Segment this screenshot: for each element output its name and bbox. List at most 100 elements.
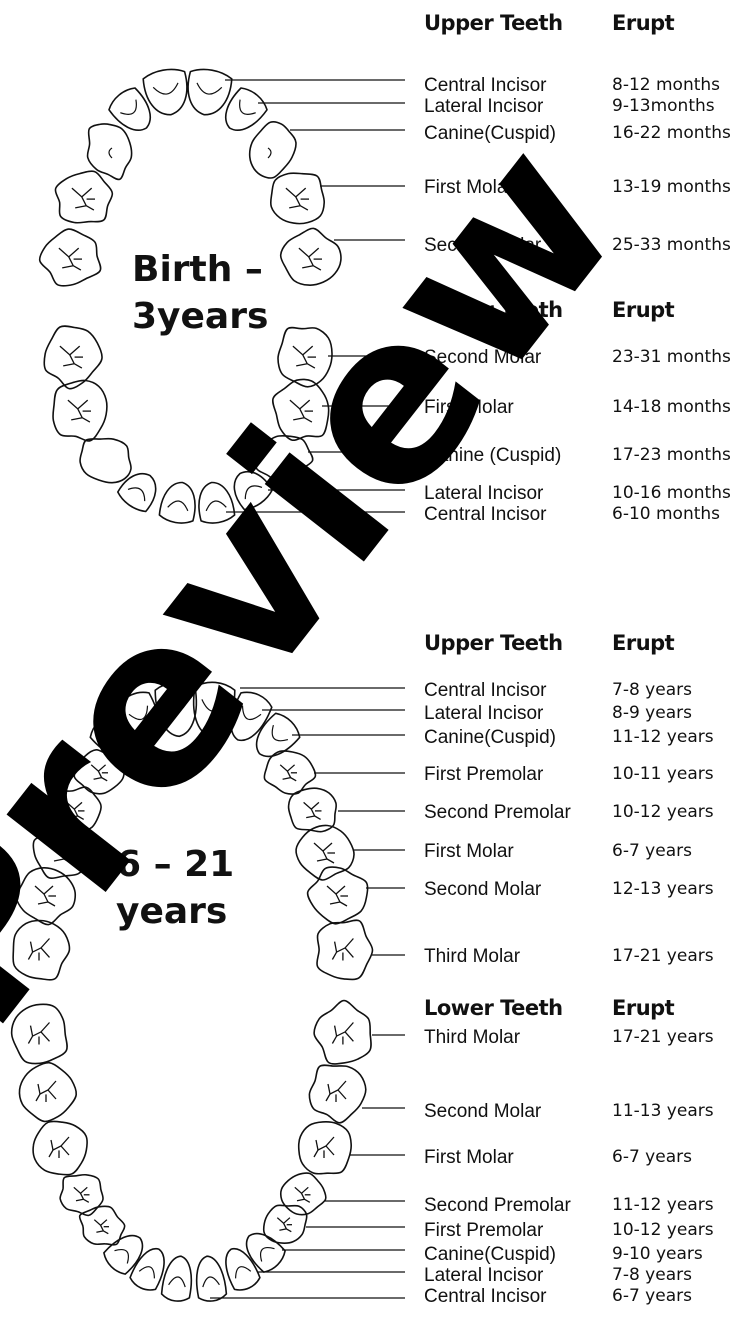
primary-upper-molar2-l-fissure-1: [69, 248, 79, 257]
permanent-upper-incisor-r1: [194, 682, 235, 736]
primary-upper-incisor-l2: [109, 88, 150, 130]
permanent-lower-molar1-l: [33, 1121, 87, 1174]
permanent-upper-incisor-l2: [118, 692, 159, 740]
primary-lower-molar1-l: [53, 380, 107, 441]
primary-lower-canine-r: [256, 436, 313, 482]
permanent-upper-molar3-l: [13, 920, 69, 979]
permanent-upper-molar2-l-fissure-2: [38, 902, 48, 904]
permanent-lower-incisor-l2-edge: [139, 1267, 154, 1279]
primary-upper-row-1-tooth: Lateral Incisor: [424, 97, 543, 116]
permanent-lower-erupt-heading: Erupt: [612, 996, 674, 1020]
permanent-upper-row-0-tooth: Central Incisor: [424, 681, 547, 700]
permanent-lower-molar1-l-fissure-1: [61, 1146, 69, 1155]
permanent-lower-row-7-erupt: 6-7 years: [612, 1288, 692, 1305]
primary-upper-row-3-erupt: 13-19 months: [612, 179, 731, 196]
permanent-upper-row-6-erupt: 12-13 years: [612, 881, 714, 898]
primary-upper-molar1-l-fissure-2: [75, 206, 86, 208]
permanent-lower-canine-l-edge: [115, 1250, 129, 1264]
primary-upper-row-4-tooth: Second Molar: [424, 236, 541, 255]
primary-lower-row-2-tooth: Canine (Cuspid): [424, 446, 561, 465]
permanent-upper-teeth-heading: Upper Teeth: [424, 631, 563, 655]
permanent-upper-row-3-erupt: 10-11 years: [612, 766, 714, 783]
permanent-lower-molar2-r-fissure-2: [328, 1084, 330, 1094]
permanent-lower-incisor-r1-edge: [203, 1277, 220, 1287]
primary-lower-erupt-heading: Erupt: [612, 298, 674, 322]
primary-upper-incisor-r2-edge: [240, 100, 256, 115]
permanent-lower-row-3-tooth: Second Premolar: [424, 1196, 571, 1215]
permanent-lower-canine-l: [104, 1236, 143, 1275]
primary-lower-row-2-erupt: 17-23 months: [612, 447, 731, 464]
primary-lower-molar2-r-fissure-1: [303, 346, 313, 355]
primary-lower-row-1-erupt: 14-18 months: [612, 399, 731, 416]
permanent-upper-molar1-r-fissure-1: [323, 843, 332, 851]
permanent-upper-molar2-r: [308, 867, 368, 924]
primary-upper-canine-l-mark: [109, 148, 112, 158]
primary-upper-molar2-r: [281, 228, 341, 285]
permanent-upper-incisor-r2-edge: [243, 706, 262, 720]
primary-lower-incisor-r1-edge: [206, 501, 226, 511]
permanent-upper-canine-l-edge: [102, 725, 118, 741]
permanent-upper-premolar1-r-fissure-2: [283, 778, 291, 780]
permanent-upper-molar3-l-fissure-1: [41, 948, 50, 958]
permanent-lower-row-6-erupt: 7-8 years: [612, 1267, 692, 1284]
permanent-lower-molar1-r-fissure-2: [316, 1140, 318, 1150]
permanent-upper-row-7-erupt: 17-21 years: [612, 948, 714, 965]
primary-lower-row-3-erupt: 10-16 months: [612, 485, 731, 502]
permanent-lower-row-3-erupt: 11-12 years: [612, 1197, 714, 1214]
permanent-lower-row-1-erupt: 11-13 years: [612, 1103, 714, 1120]
primary-upper-row-1-erupt: 9-13months: [612, 98, 715, 115]
permanent-upper-premolar1-r: [264, 751, 315, 794]
primary-upper-row-2-tooth: Canine(Cuspid): [424, 124, 556, 143]
primary-lower-molar2-l-fissure-1: [70, 346, 80, 355]
primary-lower-molar2-r: [278, 328, 332, 387]
primary-upper-row-0-tooth: Central Incisor: [424, 76, 547, 95]
permanent-lower-molar1-l-fissure-2: [51, 1140, 53, 1150]
primary-lower-molar1-l-fissure-2: [71, 418, 82, 420]
permanent-upper-premolar2-r-fissure-2: [306, 816, 315, 818]
primary-upper-incisor-l1: [143, 70, 187, 115]
permanent-lower-teeth-heading: Lower Teeth: [424, 996, 563, 1020]
permanent-lower-premolar2-l-fissure-2: [76, 1199, 84, 1201]
permanent-upper-premolar2-l-fissure-1: [74, 802, 82, 809]
permanent-upper-molar3-r: [317, 920, 373, 979]
primary-upper-molar2-l-fissure-2: [62, 266, 73, 268]
permanent-lower-molar3-l-fissure-1: [41, 1032, 50, 1041]
permanent-upper-molar2-r-fissure-1: [336, 886, 345, 894]
primary-upper-erupt-heading: Erupt: [612, 11, 674, 35]
primary-lower-molar1-r-fissure-1: [300, 400, 310, 409]
permanent-upper-molar1-l-fissure-1: [60, 843, 69, 851]
permanent-lower-molar2-r-fissure-1: [338, 1090, 346, 1099]
primary-upper-incisor-l1-edge: [153, 83, 178, 94]
permanent-upper-row-4-erupt: 10-12 years: [612, 804, 714, 821]
permanent-lower-row-5-tooth: Canine(Cuspid): [424, 1245, 556, 1264]
permanent-lower-molar2-l: [19, 1063, 76, 1122]
primary-upper-row-4-erupt: 25-33 months: [612, 237, 731, 254]
permanent-lower-row-4-erupt: 10-12 years: [612, 1222, 714, 1239]
permanent-age-label: 6 – 21 years: [116, 842, 234, 936]
permanent-upper-row-2-erupt: 11-12 years: [612, 729, 714, 746]
permanent-lower-row-4-tooth: First Premolar: [424, 1221, 543, 1240]
primary-upper-row-2-erupt: 16-22 months: [612, 125, 731, 142]
permanent-upper-canine-r-edge: [272, 725, 288, 741]
permanent-lower-row-7-tooth: Central Incisor: [424, 1287, 547, 1306]
permanent-upper-row-5-erupt: 6-7 years: [612, 843, 692, 860]
permanent-upper-molar3-r-fissure-2: [335, 942, 337, 953]
permanent-lower-incisor-r2: [226, 1249, 260, 1290]
primary-lower-row-4-erupt: 6-10 months: [612, 506, 720, 523]
permanent-upper-molar1-r: [296, 825, 354, 880]
permanent-lower-molar3-r-fissure-1: [345, 1032, 353, 1041]
permanent-lower-premolar2-l-fissure-1: [81, 1187, 88, 1193]
primary-age-label: Birth – 3years: [132, 247, 268, 341]
permanent-lower-molar3-r: [314, 1001, 371, 1064]
primary-lower-molar1-l-fissure-1: [78, 400, 88, 409]
permanent-lower-incisor-l2: [130, 1249, 164, 1290]
primary-lower-row-0-tooth: Second Molar: [424, 348, 541, 367]
primary-upper-row-3-tooth: First Molar: [424, 178, 514, 197]
primary-upper-molar2-r-fissure-1: [309, 248, 319, 257]
permanent-upper-row-7-tooth: Third Molar: [424, 947, 520, 966]
permanent-upper-row-1-erupt: 8-9 years: [612, 705, 692, 722]
primary-upper-incisor-r1: [188, 70, 232, 115]
permanent-upper-row-6-tooth: Second Molar: [424, 880, 541, 899]
permanent-lower-molar1-r: [299, 1122, 351, 1174]
permanent-lower-row-0-tooth: Third Molar: [424, 1028, 520, 1047]
